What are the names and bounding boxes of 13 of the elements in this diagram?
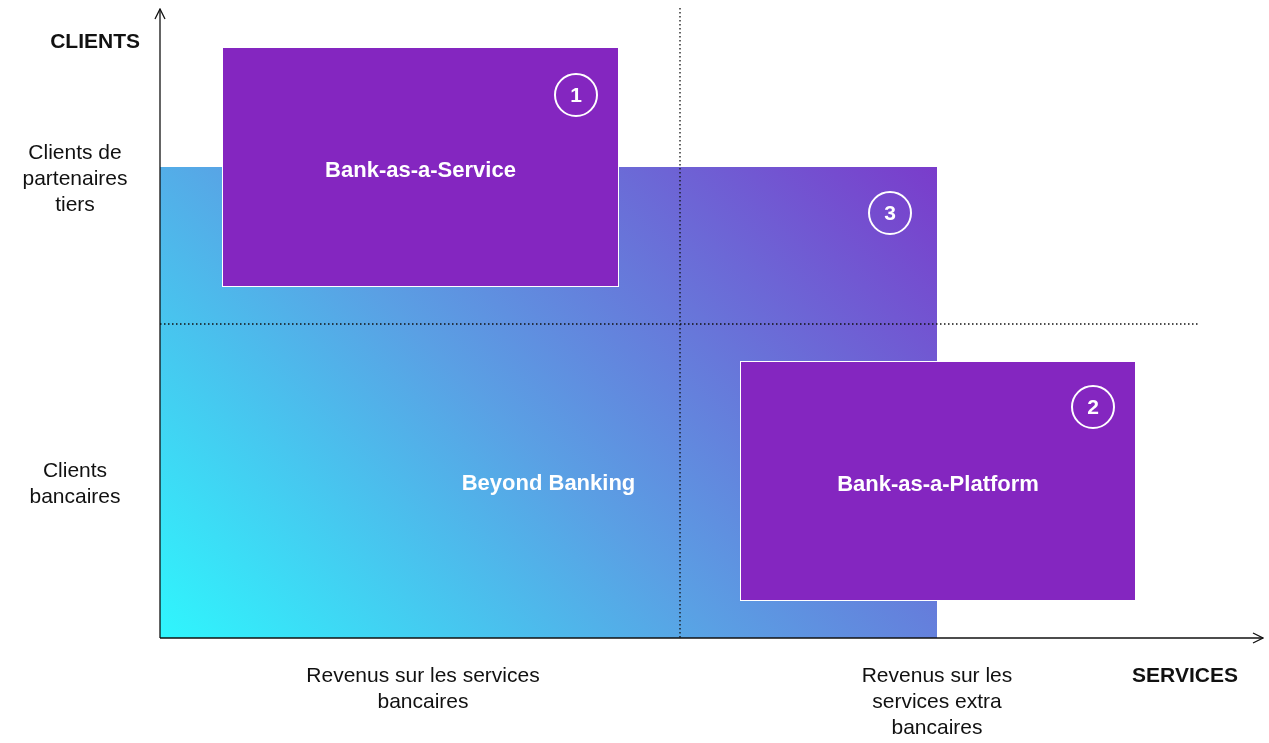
axis-label: Revenus sur les services extra bancaires xyxy=(860,662,1014,740)
axis-label: Clients bancaires xyxy=(28,457,122,509)
callout-number: 1 xyxy=(554,73,598,117)
axis-label: CLIENTS xyxy=(49,28,140,54)
axis-label: Revenus sur les services bancaires xyxy=(305,662,541,714)
axis-label: Clients de partenaires tiers xyxy=(21,139,129,217)
panel-title: Bank-as-a-Platform xyxy=(836,471,1040,497)
panel-title: Bank-as-a-Service xyxy=(324,157,517,183)
quadrant-panel xyxy=(222,47,619,287)
callout-number: 3 xyxy=(868,191,912,235)
axis-label: SERVICES xyxy=(1131,662,1239,688)
quadrant-panel xyxy=(740,361,1136,601)
callout-number: 2 xyxy=(1071,385,1115,429)
